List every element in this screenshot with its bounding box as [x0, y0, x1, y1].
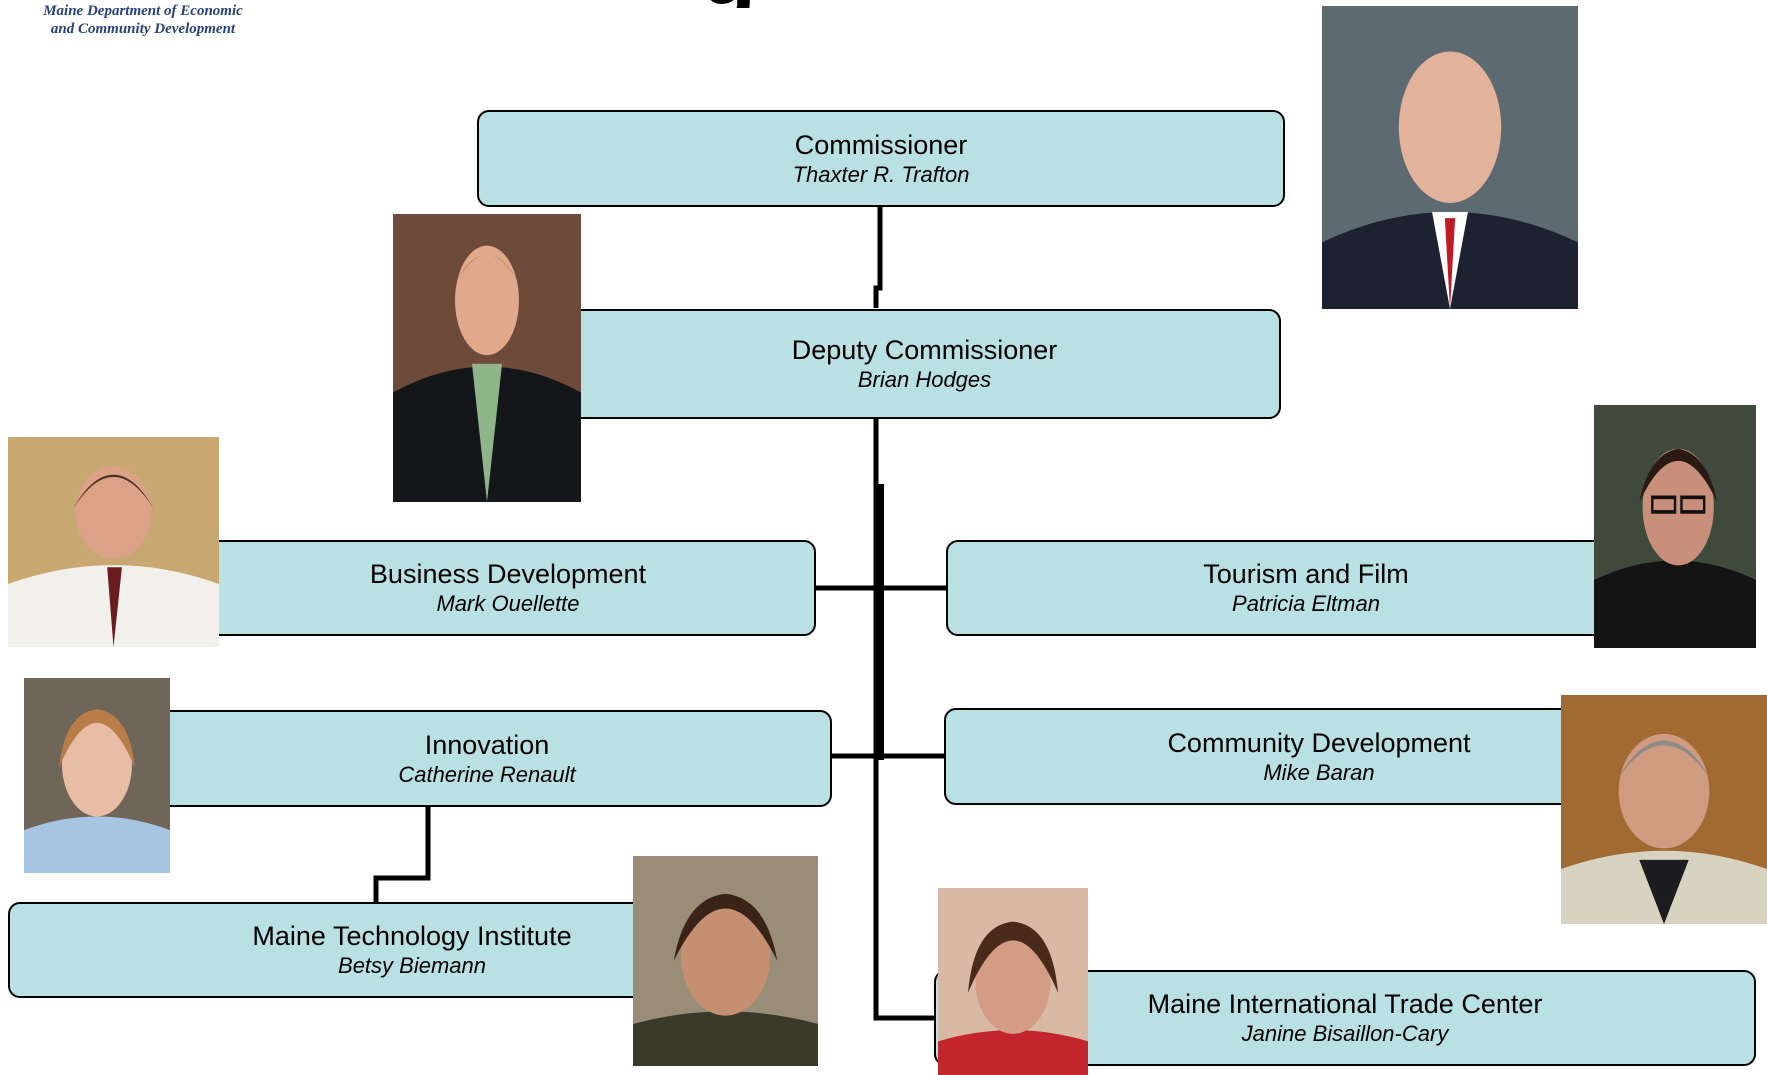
deputy-commissioner-role: Deputy Commissioner	[791, 335, 1058, 365]
tourism-film-box: Tourism and Film Patricia Eltman	[946, 540, 1666, 636]
business-development-photo	[8, 437, 219, 647]
deputy-commissioner-photo	[393, 214, 581, 502]
commissioner-role: Commissioner	[794, 129, 968, 160]
business-development-name: Mark Ouellette	[436, 591, 580, 616]
connector-deputy-trunk	[873, 418, 935, 1021]
commissioner-name: Thaxter R. Trafton	[792, 161, 970, 187]
maine-international-trade-center-name: Janine Bisaillon-Cary	[1241, 1021, 1449, 1046]
deputy-commissioner-box: Deputy Commissioner Brian Hodges	[568, 309, 1281, 419]
community-development-photo	[1561, 695, 1767, 924]
business-development-box: Business Development Mark Ouellette	[200, 540, 816, 636]
deputy-commissioner-name: Brian Hodges	[857, 367, 992, 392]
department-logo: Maine Department of Economic and Communi…	[28, 2, 258, 38]
innovation-role: Innovation	[424, 729, 550, 760]
logo-line-2: and Community Development	[50, 21, 236, 37]
maine-international-trade-center-role: Maine International Trade Center	[1147, 989, 1543, 1019]
maine-technology-institute-photo	[633, 856, 818, 1066]
connector-commissioner-deputy	[873, 206, 883, 308]
community-development-name: Mike Baran	[1263, 759, 1375, 785]
tourism-film-name: Patricia Eltman	[1232, 591, 1380, 616]
tourism-film-role: Tourism and Film	[1203, 559, 1409, 589]
innovation-box: Innovation Catherine Renault	[142, 710, 832, 807]
page-title-fragment: g	[700, 0, 860, 8]
logo-line-1: Maine Department of Economic	[43, 3, 243, 19]
maine-technology-institute-name: Betsy Biemann	[338, 953, 486, 978]
business-development-role: Business Development	[369, 559, 647, 589]
commissioner-box: Commissioner Thaxter R. Trafton	[477, 110, 1285, 207]
tourism-film-photo	[1594, 405, 1756, 648]
commissioner-photo	[1322, 6, 1578, 309]
innovation-photo	[24, 678, 170, 873]
innovation-name: Catherine Renault	[398, 761, 576, 787]
maine-technology-institute-role: Maine Technology Institute	[252, 921, 572, 951]
community-development-role: Community Development	[1167, 727, 1471, 758]
maine-international-trade-center-photo	[938, 888, 1088, 1075]
connector-innovation-mti	[373, 806, 431, 903]
